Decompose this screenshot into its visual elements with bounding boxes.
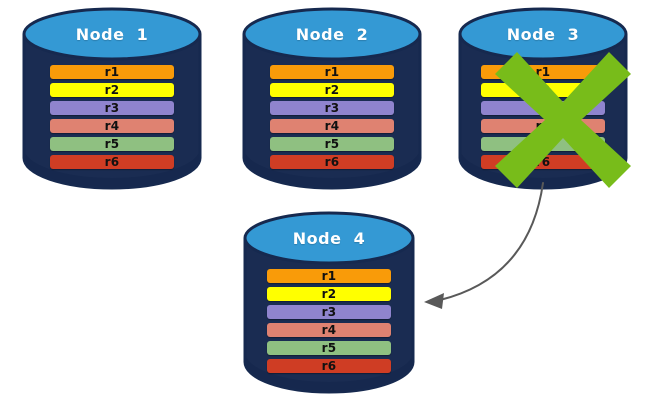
- node-1-rows: r1 r2 r3 r4 r5 r6: [22, 65, 202, 169]
- row-label: r1: [535, 65, 551, 79]
- row-label: r6: [324, 155, 340, 169]
- node-2-rows: r1 r2 r3 r4 r5 r6: [242, 65, 422, 169]
- row-label: r5: [324, 137, 340, 151]
- node-1-row-r3[interactable]: r3: [50, 101, 174, 115]
- node-3-row-r3[interactable]: r3: [481, 101, 605, 115]
- node-4-row-r2[interactable]: r2: [267, 287, 391, 301]
- row-label: r3: [321, 305, 337, 319]
- node-3-row-r5[interactable]: r5: [481, 137, 605, 151]
- row-label: r6: [535, 155, 551, 169]
- node-4-rows: r1 r2 r3 r4 r5 r6: [243, 269, 415, 373]
- node-1[interactable]: Node 1 r1 r2 r3 r4 r5 r6: [22, 7, 202, 190]
- node-4-row-r4[interactable]: r4: [267, 323, 391, 337]
- node-2-row-r6[interactable]: r6: [270, 155, 394, 169]
- row-label: r4: [321, 323, 337, 337]
- row-label: r4: [324, 119, 340, 133]
- node-4-row-r6[interactable]: r6: [267, 359, 391, 373]
- node-3-row-r6[interactable]: r6: [481, 155, 605, 169]
- node-3-row-r1[interactable]: r1: [481, 65, 605, 79]
- row-label: r5: [535, 137, 551, 151]
- node-1-row-r4[interactable]: r4: [50, 119, 174, 133]
- node-4[interactable]: Node 4 r1 r2 r3 r4 r5 r6: [243, 211, 415, 394]
- row-label: r6: [104, 155, 120, 169]
- row-label: r1: [104, 65, 120, 79]
- row-label: r2: [104, 83, 120, 97]
- node-1-row-r1[interactable]: r1: [50, 65, 174, 79]
- node-1-row-r2[interactable]: r2: [50, 83, 174, 97]
- row-label: r2: [324, 83, 340, 97]
- node-4-row-r5[interactable]: r5: [267, 341, 391, 355]
- row-label: r3: [104, 101, 120, 115]
- row-label: r5: [321, 341, 337, 355]
- node-3-row-r4[interactable]: r4: [481, 119, 605, 133]
- row-label: r4: [104, 119, 120, 133]
- row-label: r5: [104, 137, 120, 151]
- row-label: r3: [535, 101, 551, 115]
- row-label: r4: [535, 119, 551, 133]
- row-label: r6: [321, 359, 337, 373]
- row-label: r3: [324, 101, 340, 115]
- node-2-row-r3[interactable]: r3: [270, 101, 394, 115]
- node-2[interactable]: Node 2 r1 r2 r3 r4 r5 r6: [242, 7, 422, 190]
- node-2-row-r4[interactable]: r4: [270, 119, 394, 133]
- node-4-row-r3[interactable]: r3: [267, 305, 391, 319]
- node-2-row-r5[interactable]: r5: [270, 137, 394, 151]
- row-label: r1: [321, 269, 337, 283]
- row-label: r2: [321, 287, 337, 301]
- node-2-row-r2[interactable]: r2: [270, 83, 394, 97]
- arrowhead-left-icon: [424, 293, 444, 309]
- node-3[interactable]: Node 3 r1 r2 r3 r4 r5 r6: [458, 7, 631, 190]
- node-1-row-r6[interactable]: r6: [50, 155, 174, 169]
- node-4-row-r1[interactable]: r1: [267, 269, 391, 283]
- node-2-row-r1[interactable]: r1: [270, 65, 394, 79]
- row-label: r2: [535, 83, 551, 97]
- node-3-row-r2[interactable]: r2: [481, 83, 605, 97]
- node-3-rows: r1 r2 r3 r4 r5 r6: [458, 65, 628, 169]
- row-label: r1: [324, 65, 340, 79]
- node-1-row-r5[interactable]: r5: [50, 137, 174, 151]
